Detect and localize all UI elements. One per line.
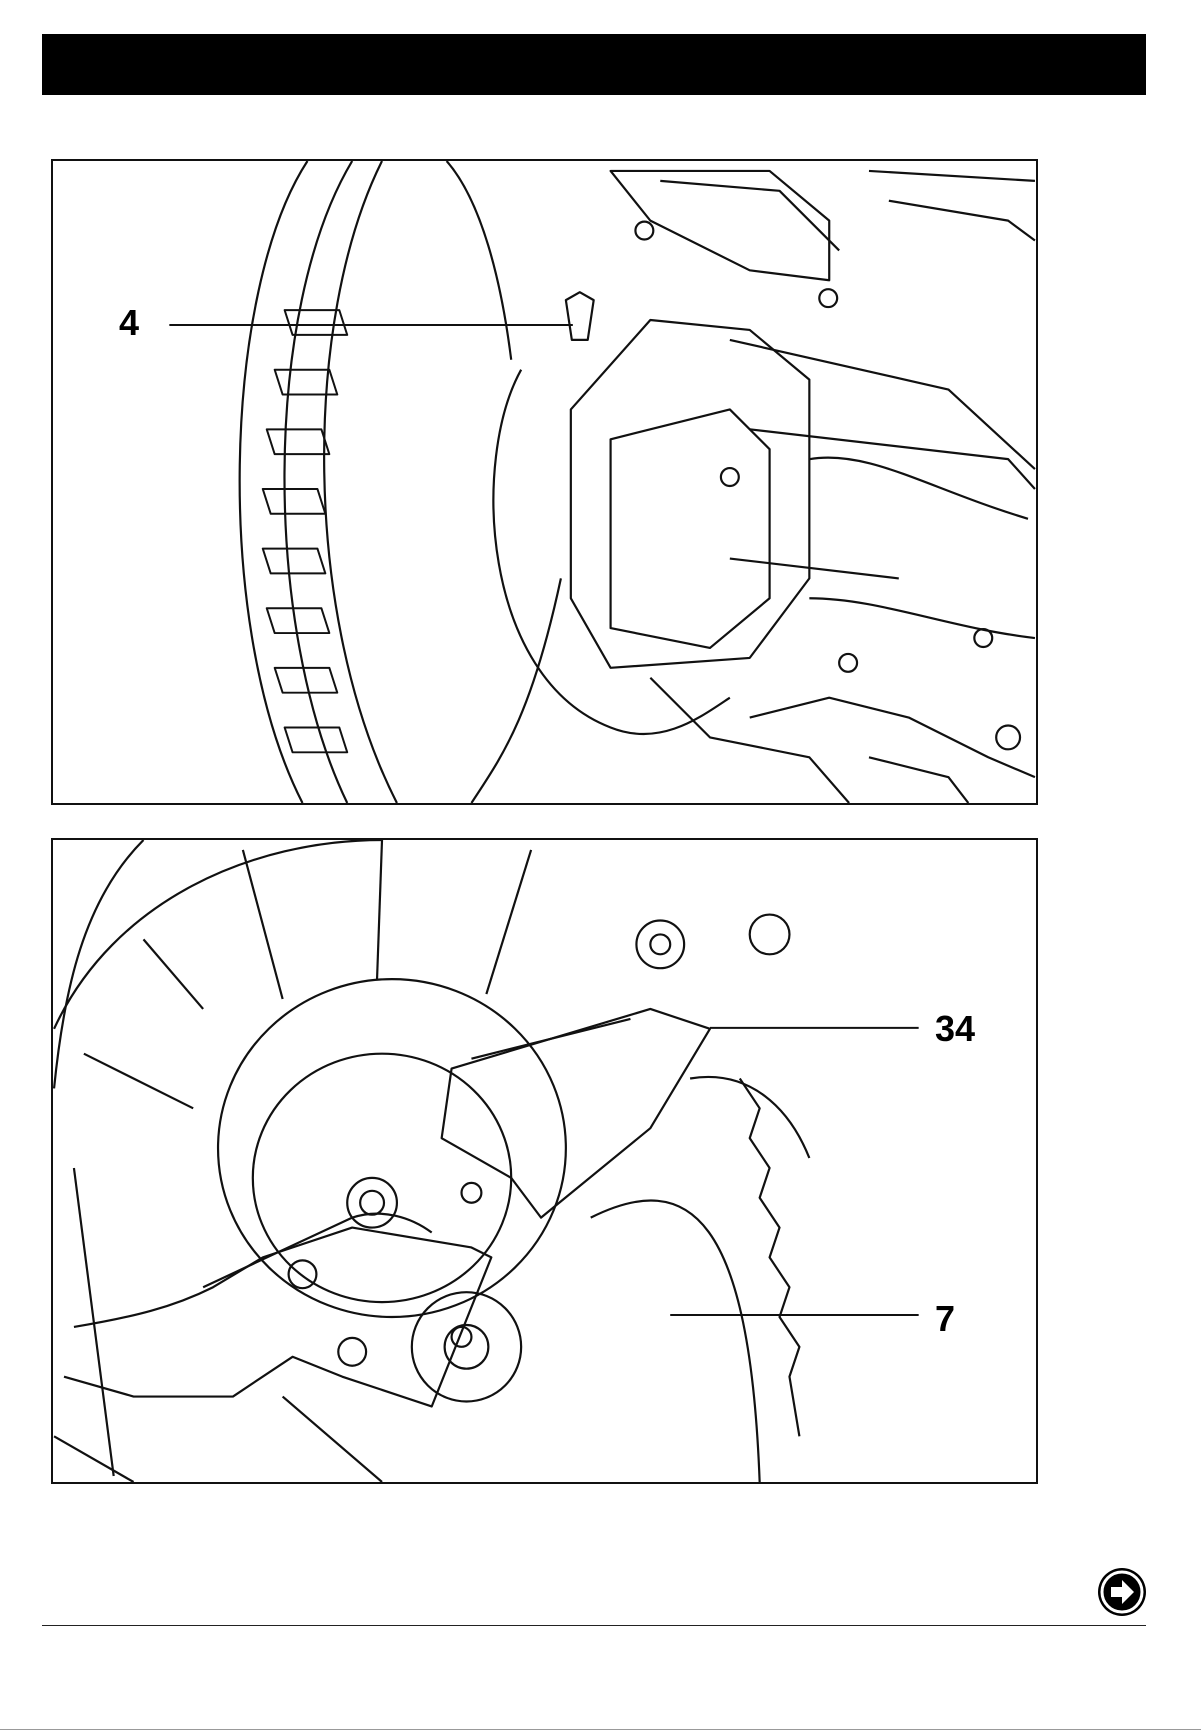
arrow-right-circle-icon[interactable] — [1098, 1568, 1146, 1616]
miter-saw-upper-illustration — [53, 161, 1036, 803]
header-bar — [42, 34, 1146, 95]
callout-label: 34 — [935, 1011, 975, 1047]
figure-top: 4 — [51, 159, 1038, 805]
figure-bottom: 34 7 — [51, 838, 1038, 1484]
callout-label: 7 — [935, 1301, 955, 1337]
footer-divider — [42, 1625, 1146, 1626]
miter-saw-lower-illustration — [53, 840, 1036, 1482]
page-bottom-divider — [0, 1729, 1201, 1730]
callout-label: 4 — [119, 305, 139, 341]
